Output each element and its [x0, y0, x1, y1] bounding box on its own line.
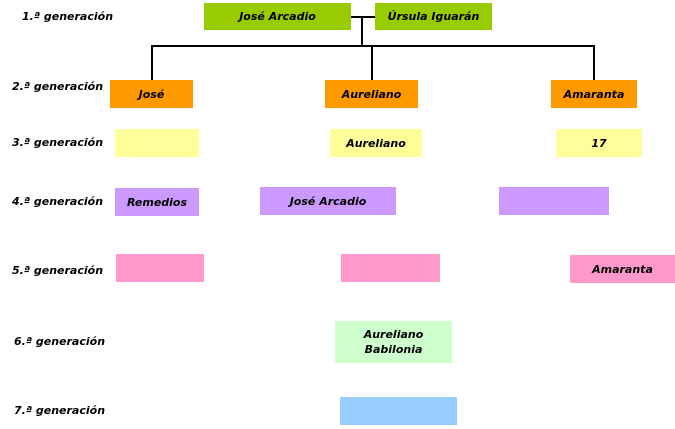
generation-label-4: 4.ª generación: [12, 195, 104, 208]
branch-line-aureliano: [371, 45, 373, 81]
node-gen3-left: [115, 129, 199, 157]
generation-label-3: 3.ª generación: [12, 136, 104, 149]
node-gen3-aureliano: Aureliano: [330, 129, 422, 157]
node-gen5-amaranta: Amaranta: [570, 255, 675, 283]
node-aureliano: Aureliano: [325, 80, 418, 108]
node-aureliano-babilonia: Aureliano Babilonia: [335, 321, 452, 363]
node-gen7: [340, 397, 457, 425]
node-ursula-iguaran: Úrsula Iguarán: [375, 3, 492, 30]
siblings-line: [151, 45, 595, 47]
node-remedios: Remedios: [115, 188, 199, 216]
node-gen3-17: 17: [556, 129, 642, 157]
node-jose: José: [110, 80, 193, 108]
marriage-line: [351, 16, 375, 18]
node-gen4-right: [499, 187, 609, 215]
descent-line: [361, 16, 363, 46]
node-jose-arcadio: José Arcadio: [204, 3, 351, 30]
node-gen5-center: [341, 254, 440, 282]
generation-label-1: 1.ª generación: [22, 10, 114, 23]
node-gen4-jose-arcadio: José Arcadio: [260, 187, 396, 215]
branch-line-amaranta: [593, 45, 595, 81]
generation-label-7: 7.ª generación: [14, 404, 106, 417]
generation-label-6: 6.ª generación: [14, 335, 106, 348]
generation-label-2: 2.ª generación: [12, 80, 104, 93]
generation-label-5: 5.ª generación: [12, 264, 104, 277]
branch-line-jose: [151, 45, 153, 81]
node-gen5-left: [116, 254, 204, 282]
node-amaranta: Amaranta: [551, 80, 637, 108]
